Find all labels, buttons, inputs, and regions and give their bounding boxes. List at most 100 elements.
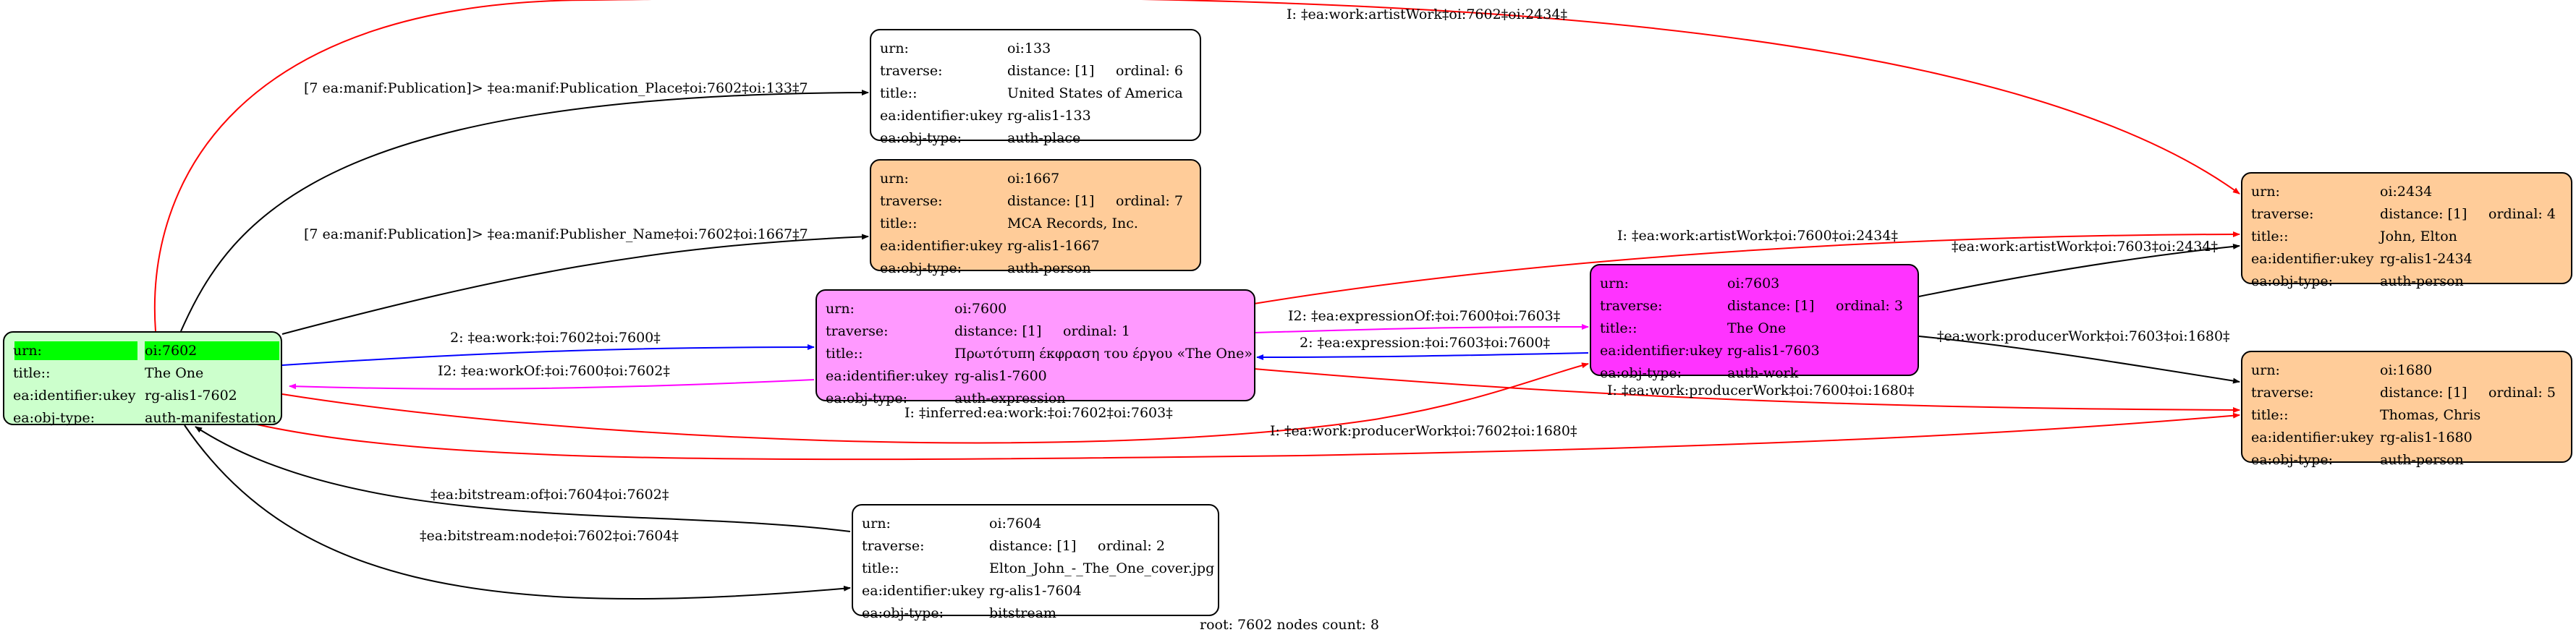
row-value: rg-alis1-1680 — [2380, 430, 2473, 445]
edge-label-expression-7603-7600: 2: ‡ea:expression:‡oi:7603‡oi:7600‡ — [1300, 335, 1551, 351]
row-key: urn: — [2251, 362, 2280, 378]
row-key: ea:identifier:ukey — [2251, 251, 2374, 267]
node-row-traverse: traverse:distance: [1]ordinal: 3 — [1591, 295, 1918, 317]
row-value: distance: [1] — [954, 323, 1042, 339]
node-oi-2434[interactable]: urn:oi:2434 traverse:distance: [1]ordina… — [2241, 172, 2572, 289]
row-value: oi:1667 — [1007, 171, 1060, 187]
row-value: auth-person — [2380, 273, 2464, 289]
edge-label-publication-place: [7 ea:manif:Publication]> ‡ea:manif:Publ… — [304, 80, 808, 96]
node-oi-7603[interactable]: urn:oi:7603 traverse:distance: [1]ordina… — [1590, 264, 1919, 381]
row-key: urn: — [880, 40, 909, 56]
node-row-traverse: traverse: distance: [1] ordinal: 1 — [817, 320, 1254, 343]
row-value: rg-alis1-7600 — [954, 368, 1047, 384]
row-value: The One — [145, 365, 204, 381]
node-row-traverse: traverse: distance: [1] ordinal: 6 — [871, 60, 1200, 82]
node-row-title: title::MCA Records, Inc. — [871, 213, 1200, 235]
edge-bitstream-node — [184, 424, 851, 600]
node-row-urn: urn:oi:7600 — [817, 298, 1254, 320]
edge-producer-7602-1680 — [256, 412, 2240, 461]
row-key: ea:identifier:ukey — [2251, 430, 2374, 445]
row-value: oi:7603 — [1727, 276, 1780, 291]
node-oi-7600[interactable]: urn:oi:7600 traverse: distance: [1] ordina… — [815, 289, 1255, 406]
row-value: auth-place — [1007, 130, 1081, 146]
row-value: auth-person — [2380, 452, 2464, 468]
node-oi-1680[interactable]: urn:oi:1680 traverse:distance: [1]ordina… — [2241, 351, 2572, 468]
row-value: rg-alis1-7604 — [989, 583, 1082, 599]
node-row-objtype: ea:obj-type:auth-person — [871, 257, 1200, 280]
edge-label-expressionof-7600-7603: I2: ‡ea:expressionOf:‡oi:7600‡oi:7603‡ — [1288, 308, 1561, 324]
row-value: distance: [1] — [989, 538, 1077, 554]
row-ordinal: ordinal: 7 — [1116, 193, 1183, 209]
row-key: ea:identifier:ukey — [880, 238, 1003, 254]
row-key: traverse: — [862, 538, 925, 554]
node-row-urn: urn: oi:1680 — [2242, 359, 2571, 382]
row-key: traverse: — [880, 193, 943, 209]
node-oi-7604[interactable]: urn:oi:7604 traverse:distance: [1]ordina… — [852, 504, 1219, 621]
row-key: urn: — [13, 343, 42, 359]
node-oi-7602[interactable]: urn: oi:7602 title:: The One ea:identifi… — [3, 331, 282, 426]
node-row-title: title::Thomas, Chris — [2242, 404, 2571, 427]
node-row-urn: urn: oi:1667 — [871, 168, 1200, 190]
edge-inferred-7602-7603 — [281, 362, 1589, 444]
edge-artist-7600-2434 — [1253, 231, 2240, 304]
row-value: oi:7604 — [989, 516, 1042, 532]
row-ordinal: ordinal: 6 — [1116, 63, 1183, 79]
edge-label-producer-7600-1680: I: ‡ea:work:producerWork‡oi:7600‡oi:1680… — [1607, 383, 1915, 398]
row-key: traverse: — [826, 323, 889, 339]
edge-label-bitstream-of: ‡ea:bitstream:of‡oi:7604‡oi:7602‡ — [431, 487, 669, 503]
node-row-urn: urn: oi:7604 — [853, 513, 1218, 535]
node-oi-133[interactable]: urn:oi:133 traverse:distance: [1]ordinal… — [870, 29, 1201, 146]
node-row-objtype: ea:obj-type:auth-place — [871, 127, 1200, 150]
row-key: title:: — [880, 216, 918, 231]
row-key: ea:obj-type: — [826, 391, 908, 406]
edge-label-inferred-7602-7603: I: ‡inferred:ea:work:‡oi:7602‡oi:7603‡ — [904, 405, 1173, 421]
row-key: ea:obj-type: — [13, 410, 96, 426]
row-ordinal: ordinal: 1 — [1063, 323, 1130, 339]
node-row-traverse: traverse:distance: [1]ordinal: 4 — [2242, 203, 2571, 226]
row-value: oi:7602 — [145, 343, 198, 359]
row-key: ea:obj-type: — [1600, 365, 1682, 381]
row-value: United States of America — [1007, 85, 1183, 101]
row-key: title:: — [2251, 407, 2289, 423]
node-row-objtype: ea:obj-type:auth-person — [2242, 449, 2571, 472]
row-key: ea:obj-type: — [880, 260, 962, 276]
node-row-objtype: ea:obj-type:auth-work — [1591, 362, 1918, 385]
node-row-urn: urn: oi:7602 — [4, 340, 281, 362]
row-value: auth-expression — [954, 391, 1066, 406]
row-value: distance: [1] — [1727, 298, 1815, 314]
row-value: The One — [1727, 320, 1787, 336]
row-key: urn: — [862, 516, 891, 532]
row-key: urn: — [880, 171, 909, 187]
row-value: distance: [1] — [1007, 63, 1095, 79]
node-row-objtype: ea:obj-type: auth-expression — [817, 388, 1254, 410]
edge-label-artist-7603-2434: ‡ea:work:artistWork‡oi:7603‡oi:2434‡ — [1952, 239, 2218, 255]
node-row-ukey: ea:identifier:ukey rg-alis1-1680 — [2242, 427, 2571, 449]
row-value: rg-alis1-133 — [1007, 108, 1091, 124]
row-key: ea:identifier:ukey — [862, 583, 985, 599]
edge-artist-7603-2434 — [1918, 243, 2240, 297]
edge-producer-7600-1680 — [1253, 368, 2240, 413]
row-key: title:: — [1600, 320, 1637, 336]
edge-bitstream-of — [195, 426, 851, 532]
edge-workof-7600-7602 — [289, 379, 815, 390]
edge-label-publisher-name: [7 ea:manif:Publication]> ‡ea:manif:Publ… — [304, 226, 808, 242]
row-key: ea:identifier:ukey — [880, 108, 1003, 124]
row-key: title:: — [826, 346, 863, 362]
node-oi-1667[interactable]: urn:oi:1667 traverse:distance: [1]ordina… — [870, 159, 1201, 276]
row-value: Thomas, Chris — [2380, 407, 2481, 423]
edge-label-artist-7602-2434: I: ‡ea:work:artistWork‡oi:7602‡oi:2434‡ — [1287, 7, 1567, 22]
row-key: traverse: — [880, 63, 943, 79]
node-row-objtype: ea:obj-type: auth-manifestation — [4, 407, 281, 430]
graph-footer: root: 7602 nodes count: 8 — [1200, 617, 1380, 633]
node-row-urn: urn:oi:2434 — [2242, 181, 2571, 203]
row-value: distance: [1] — [2380, 206, 2467, 222]
node-row-ukey: ea:identifier:ukey rg-alis1-7600 — [817, 365, 1254, 388]
row-value: oi:1680 — [2380, 362, 2433, 378]
row-key: traverse: — [2251, 385, 2314, 401]
edge-work-7602-7600 — [281, 344, 815, 366]
row-key: ea:identifier:ukey — [826, 368, 949, 384]
